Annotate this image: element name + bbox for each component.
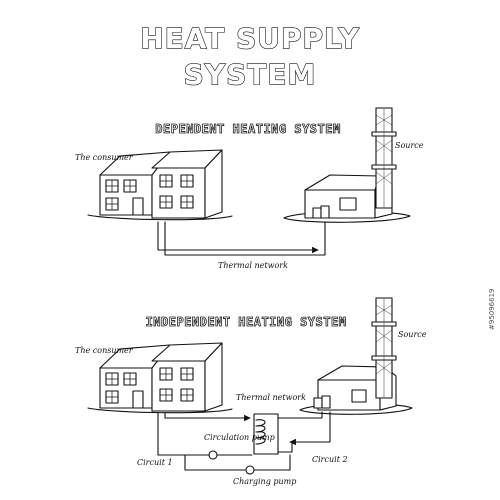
heat-exchanger <box>253 413 279 455</box>
main-title-line1: HEAT SUPPLY <box>140 22 360 55</box>
consumer-building-2 <box>87 342 233 414</box>
charging-loop-pipe <box>184 454 291 471</box>
dependent-consumer-label: The consumer <box>75 153 134 162</box>
charging-pump-icon <box>245 465 255 475</box>
independent-section: INDEPENDENT HEATING SYSTEM The consumer <box>75 297 427 486</box>
source-plant <box>283 107 411 223</box>
independent-consumer-label: The consumer <box>75 346 134 355</box>
independent-heading: INDEPENDENT HEATING SYSTEM <box>146 315 347 329</box>
dependent-source-label: Source <box>395 141 424 150</box>
dependent-network-label: Thermal network <box>218 261 288 270</box>
circulation-pump-label: Circulation pump <box>204 433 275 442</box>
circuit2-pipe-upper <box>277 411 323 419</box>
main-title-line2: SYSTEM <box>184 58 317 91</box>
independent-network-label: Thermal network <box>236 393 306 402</box>
dependent-return-pipe <box>164 221 326 256</box>
circulation-pump-icon <box>208 450 218 460</box>
source-plant-2 <box>299 297 413 415</box>
dependent-section: DEPENDENT HEATING SYSTEM The consumer <box>75 107 424 270</box>
circuit1-pipe-lower <box>157 412 253 456</box>
dependent-heading: DEPENDENT HEATING SYSTEM <box>155 122 340 136</box>
circuit2-label: Circuit 2 <box>312 455 348 464</box>
circuit1-pipe-upper <box>164 412 251 422</box>
independent-source-label: Source <box>398 330 427 339</box>
circuit1-label: Circuit 1 <box>137 458 173 467</box>
charging-pump-label: Charging pump <box>233 477 296 486</box>
consumer-building <box>87 149 233 221</box>
watermark-text: #95096619 <box>488 289 496 331</box>
dependent-supply-pipe <box>157 221 319 254</box>
